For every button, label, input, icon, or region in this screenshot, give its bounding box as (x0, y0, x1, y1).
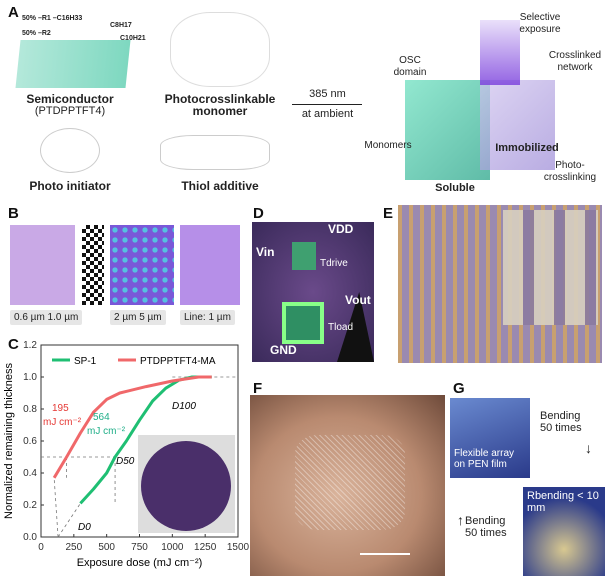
y-axis-label: Normalized remaining thickness (3, 363, 15, 519)
scale-tag-2: 2 µm 5 µm (110, 310, 166, 325)
cube-illustration (405, 20, 560, 195)
monomer-line1: Photocrosslinkable (164, 92, 276, 106)
micrograph-squares (180, 225, 240, 305)
inverter-micrograph (252, 222, 374, 362)
y-tick-label: 1.2 (23, 340, 37, 351)
initiator-label: Photo initiator (29, 179, 111, 193)
x-tick-label: 750 (131, 542, 148, 553)
panel-d-label: D (253, 205, 264, 222)
crosslinked-label: Crosslinked network (548, 50, 602, 73)
photo-crosslinking-label: Photo- crosslinking (543, 160, 597, 183)
green-unit: mJ cm⁻² (87, 426, 126, 437)
checker-pattern (82, 225, 104, 305)
panel-b-label: B (8, 205, 19, 222)
x-tick-label: 500 (98, 542, 115, 553)
up-arrow-icon: ↑ (457, 512, 464, 528)
y-tick-label: 0.8 (23, 404, 37, 415)
legend-label-1: PTDPPTFT4-MA (140, 356, 216, 367)
x-tick-label: 0 (38, 542, 44, 553)
y-tick-label: 0.4 (23, 468, 37, 479)
bending-label-1: Bending 50 times (540, 410, 582, 434)
panel-c-label: C (8, 336, 19, 353)
thickness-chart: 0 250 500 750 1000 1250 1500 0.0 0.2 0.4 0.6 0.8 1.0… (3, 340, 250, 569)
side-chain-a: C8H17 (110, 22, 132, 29)
legend-label-0: SP-1 (74, 356, 97, 367)
soluble-label: Soluble (435, 182, 475, 194)
selective-exposure-label: Selective exposure (519, 12, 561, 35)
down-arrow-icon: ↓ (585, 440, 592, 456)
arrow-bottom-label: at ambient (301, 108, 354, 120)
y-tick-label: 0.6 (23, 436, 37, 447)
x-tick-label: 250 (65, 542, 82, 553)
r2-label: 50% –R2 (22, 30, 51, 37)
d50-label: D50 (116, 456, 135, 467)
semiconductor-name: Semiconductor (26, 92, 114, 106)
bending-photo-1 (450, 398, 530, 478)
flex-array-label: Flexible array on PEN film (454, 448, 515, 470)
initiator-structure (40, 128, 100, 173)
semiconductor-structure (15, 40, 131, 88)
bending-label-2: Bending 50 times (465, 515, 507, 539)
immobilized-label: Immobilized (495, 142, 559, 154)
tload-label: Tload (328, 322, 354, 333)
red-unit: mJ cm⁻² (43, 417, 82, 428)
gnd-label: GND (270, 343, 297, 357)
r1-label: 50% –R1 –C16H33 (22, 15, 83, 22)
reaction-arrow (292, 104, 362, 105)
side-chain-b: C10H21 (120, 35, 146, 42)
green-value: 564 (93, 412, 110, 423)
x-tick-label: 1500 (227, 542, 250, 553)
y-tick-label: 0.2 (23, 500, 37, 511)
micrograph-dots (110, 225, 174, 305)
osc-domain-label: OSC domain (393, 55, 427, 78)
semiconductor-sub: (PTDPPTFT4) (34, 105, 106, 117)
monomer-line2: monomer (192, 104, 248, 118)
y-tick-label: 0.0 (23, 532, 37, 543)
micrograph-lines (10, 225, 75, 305)
scale-tag-3: Line: 1 µm (180, 310, 235, 325)
vdd-label: VDD (328, 222, 354, 236)
transistor-array (398, 205, 602, 363)
monomers-label: Monomers (364, 140, 412, 151)
x-tick-label: 1000 (161, 542, 184, 553)
scale-tag-1: 0.6 µm 1.0 µm (10, 310, 83, 325)
d0-label: D0 (78, 522, 91, 533)
red-value: 195 (52, 403, 69, 414)
x-axis-label: Exposure dose (mJ cm⁻²) (77, 557, 203, 569)
y-tick-label: 1.0 (23, 372, 37, 383)
vin-label: Vin (256, 245, 275, 259)
d0-extrapolation (57, 503, 81, 538)
panel-f-label: F (253, 380, 263, 397)
x-tick-label: 1250 (194, 542, 217, 553)
skin-device-photo (250, 395, 445, 576)
arrow-top-label: 385 nm (309, 88, 346, 100)
rbending-label: Rbending < 10 mm (527, 490, 599, 514)
thiol-structure (160, 135, 270, 170)
red-extrapolation (53, 477, 59, 538)
panel-e-label: E (383, 205, 394, 222)
wafer-photo (141, 441, 231, 531)
series-line-1 (52, 375, 212, 479)
tdrive-label: Tdrive (320, 258, 348, 269)
vout-label: Vout (345, 293, 371, 307)
monomer-structure (170, 12, 270, 87)
panel-g-label: G (453, 380, 465, 397)
d100-label: D100 (172, 401, 196, 412)
panel-a-label: A (8, 4, 19, 21)
thiol-label: Thiol additive (181, 179, 259, 193)
bending-photo-2 (523, 487, 605, 576)
